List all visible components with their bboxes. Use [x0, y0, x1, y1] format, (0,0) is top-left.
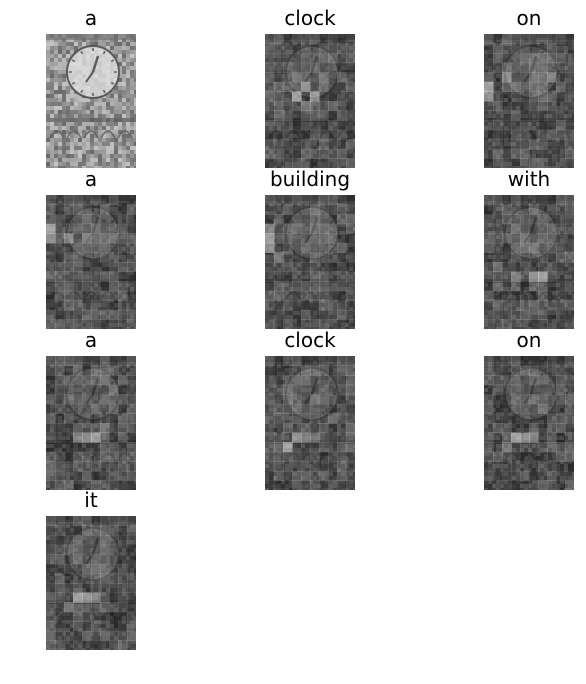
caption-word: a: [84, 167, 98, 191]
caption-word: clock: [284, 6, 336, 30]
attention-heatmap-image: [265, 356, 355, 490]
attention-heatmap-image: [484, 34, 574, 168]
original-image: [46, 34, 136, 168]
attention-heatmap-image: [46, 195, 136, 329]
caption-word: a: [84, 328, 98, 352]
attention-heatmap-image: [46, 516, 136, 650]
caption-word: it: [84, 488, 98, 512]
caption-word: building: [269, 167, 351, 191]
attention-heatmap-image: [265, 34, 355, 168]
attention-heatmap-image: [46, 356, 136, 490]
caption-word: a: [84, 6, 98, 30]
caption-word: on: [516, 328, 542, 352]
caption-word: with: [507, 167, 551, 191]
attention-heatmap-image: [484, 356, 574, 490]
caption-word: on: [516, 6, 542, 30]
attention-heatmap-image: [484, 195, 574, 329]
attention-heatmap-image: [265, 195, 355, 329]
caption-word: clock: [284, 328, 336, 352]
